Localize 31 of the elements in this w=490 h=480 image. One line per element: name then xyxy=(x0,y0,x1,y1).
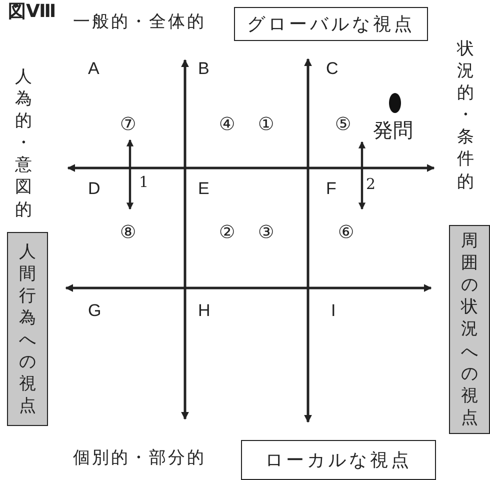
region-letter: H xyxy=(198,302,210,319)
circled-number: ④ xyxy=(219,116,235,134)
axis-label: 状況的・条件的 xyxy=(456,38,475,193)
circled-number: ① xyxy=(258,116,274,134)
circled-number: ⑤ xyxy=(335,116,351,134)
axis-arrow xyxy=(304,58,312,423)
axis-label: 個別的・部分的 xyxy=(73,450,206,467)
region-letter: G xyxy=(88,302,102,319)
heading-box: 周囲の状況への視点 xyxy=(449,225,490,434)
circled-number: ⑥ xyxy=(338,224,354,242)
heading-box: ローカルな視点 xyxy=(241,440,436,480)
question-label: 発問 xyxy=(373,120,413,140)
circled-number: ⑦ xyxy=(120,116,136,134)
heading-box: グローバルな視点 xyxy=(234,7,428,41)
axis-label: 人為的・意図的 xyxy=(14,66,33,221)
circled-number: ⑧ xyxy=(120,224,136,242)
region-letter: C xyxy=(326,60,338,77)
region-letter: D xyxy=(88,180,100,197)
arrow-number: 2 xyxy=(366,177,376,192)
circled-number: ③ xyxy=(258,224,274,242)
arrow-number: 1 xyxy=(139,175,149,190)
region-letter: I xyxy=(331,302,336,319)
axis-label: 一般的・全体的 xyxy=(73,14,206,31)
region-letter: A xyxy=(88,60,100,77)
heading-box: 人間行為への視点 xyxy=(7,232,48,426)
region-letter: B xyxy=(198,60,210,77)
circled-number: ② xyxy=(219,224,235,242)
region-letter: F xyxy=(326,180,336,197)
figure-title: 図Ⅷ xyxy=(8,3,56,21)
region-letter: E xyxy=(198,180,210,197)
axis-arrow xyxy=(65,284,432,292)
